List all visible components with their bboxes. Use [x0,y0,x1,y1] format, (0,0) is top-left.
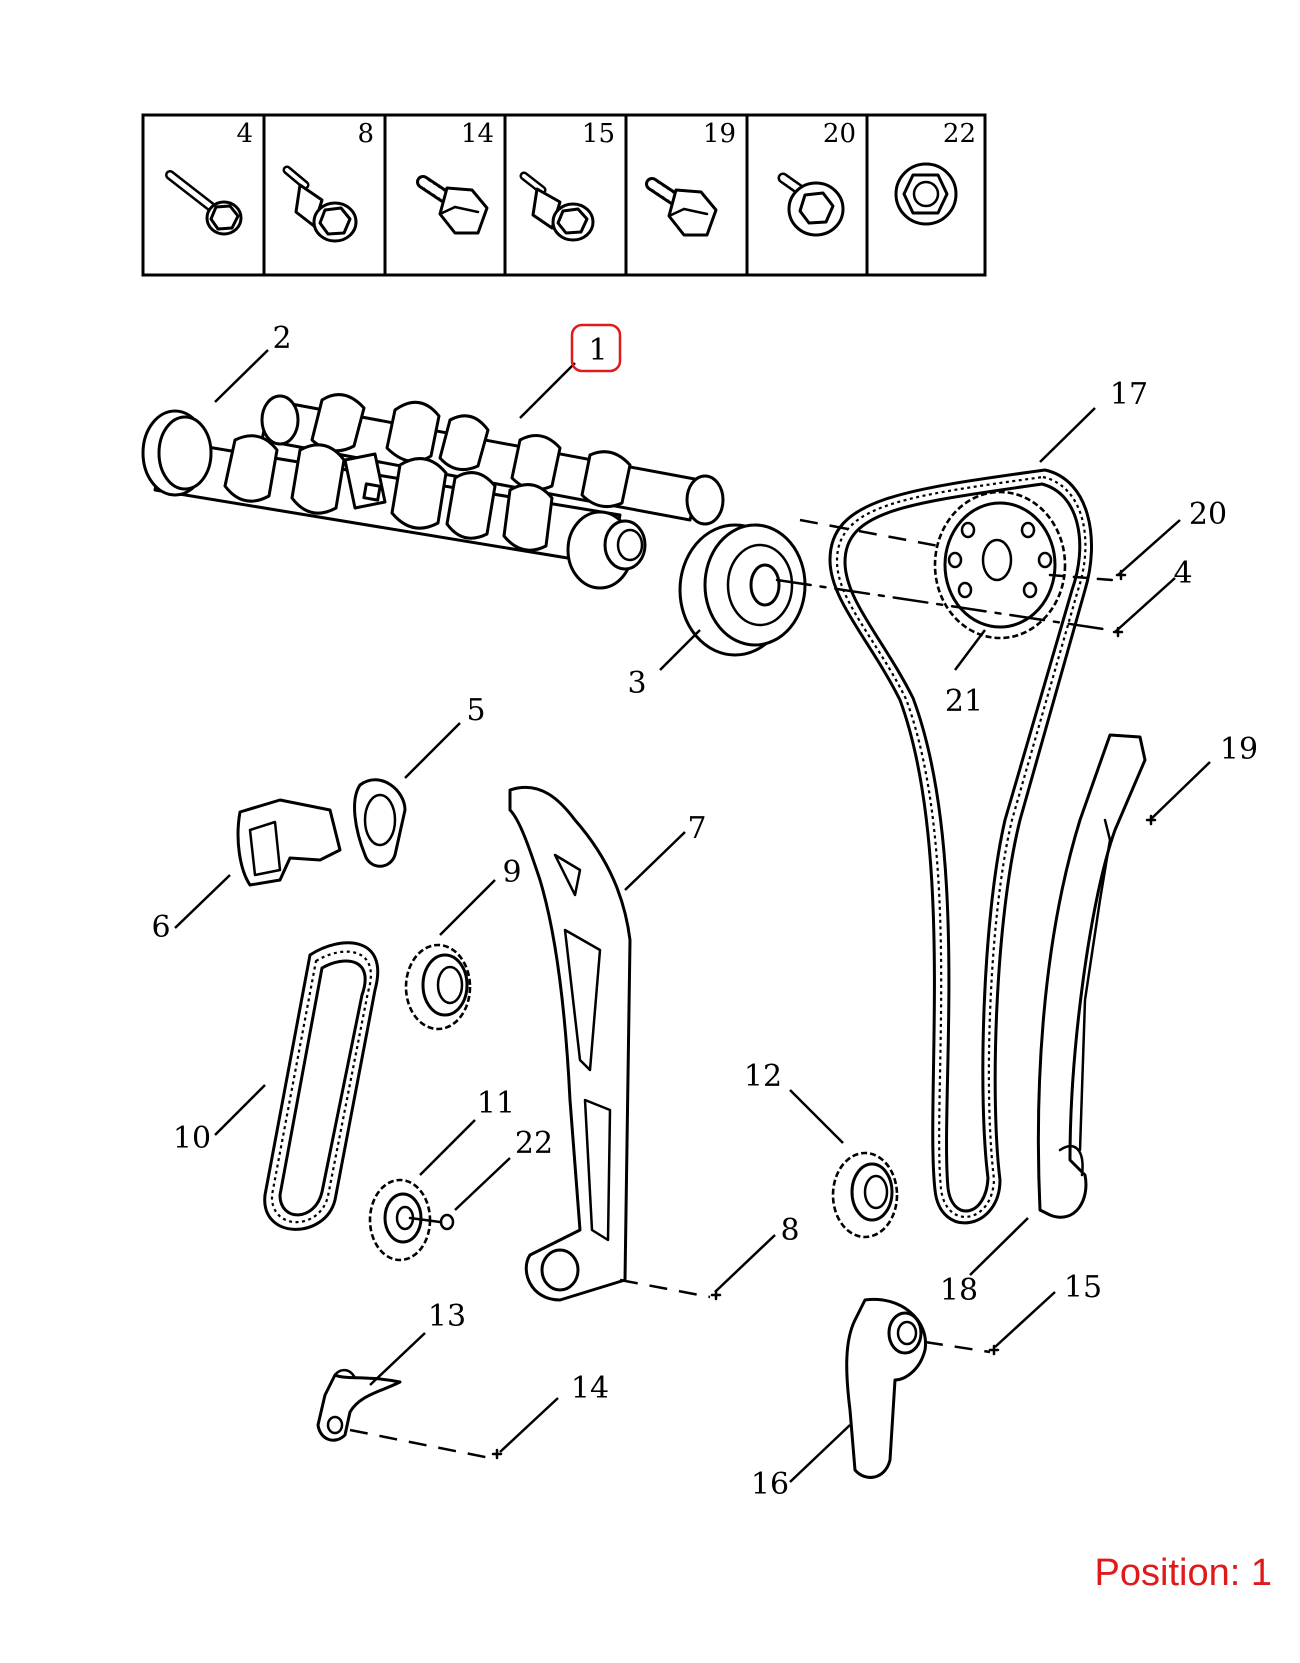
camshaft-sprocket [659,518,961,671]
callout-12[interactable]: 12 [744,1059,782,1094]
chain-tensioner [174,798,342,929]
callout-20[interactable]: 20 [1189,497,1227,532]
table-cell-number: 4 [236,119,253,149]
callout-14[interactable]: 14 [571,1371,609,1406]
callout-3[interactable]: 3 [627,666,646,701]
crank-sprocket [368,1119,511,1262]
flange-nut-icon [894,162,958,226]
table-cell-number: 22 [943,119,976,149]
callout-18[interactable]: 18 [940,1273,978,1308]
tensioner-lever-small [316,1332,559,1460]
shoulder-bolt-icon [519,171,595,242]
tensioner-arm [789,1291,1056,1483]
callout-4[interactable]: 4 [1173,556,1192,591]
secondary-chain [214,941,379,1231]
callout-22[interactable]: 22 [515,1126,553,1161]
callout-21[interactable]: 21 [945,684,983,719]
fastener-marker [491,569,1157,1460]
fastener-table: 4 8 14 15 19 20 22 [141,113,987,277]
camshaft-front [141,362,647,590]
camshaft-rear [260,393,725,526]
table-cell-number: 15 [582,119,615,149]
callout-6[interactable]: 6 [151,910,170,945]
table-cell-number: 14 [461,119,494,149]
callout-11[interactable]: 11 [477,1086,515,1121]
hex-bolt-icon [645,177,718,237]
callout-16[interactable]: 16 [751,1467,789,1502]
callout-2[interactable]: 2 [272,321,291,356]
idler-sprocket [789,1089,899,1239]
tensioner-gasket [353,722,461,868]
callout-19[interactable]: 19 [1220,732,1258,767]
shoulder-bolt-icon [282,165,358,243]
cam-gear [775,490,1114,671]
table-cell-number: 8 [357,119,374,149]
hex-bolt-icon [416,175,489,235]
callout-5[interactable]: 5 [466,693,485,728]
callout-7[interactable]: 7 [687,811,706,846]
washer-bolt-icon [777,172,845,237]
table-cell-number: 20 [823,119,856,149]
chain-guide-rail [508,785,686,1302]
callout-10[interactable]: 10 [173,1121,211,1156]
long-flange-bolt-icon [165,170,243,236]
callout-13[interactable]: 13 [428,1299,466,1334]
callout-9[interactable]: 9 [502,855,521,890]
callout-8[interactable]: 8 [780,1213,799,1248]
oil-pump-sprocket [404,879,496,1031]
callout-1[interactable]: 1 [588,333,607,368]
callout-15[interactable]: 15 [1064,1270,1102,1305]
callout-17[interactable]: 17 [1110,377,1148,412]
position-label: Position: 1 [1094,1552,1272,1594]
timing-chain-upper [828,468,1093,1225]
table-cell-number: 19 [703,119,736,149]
chain-tensioner-guide [1036,733,1211,1219]
highlight-box [570,323,622,373]
